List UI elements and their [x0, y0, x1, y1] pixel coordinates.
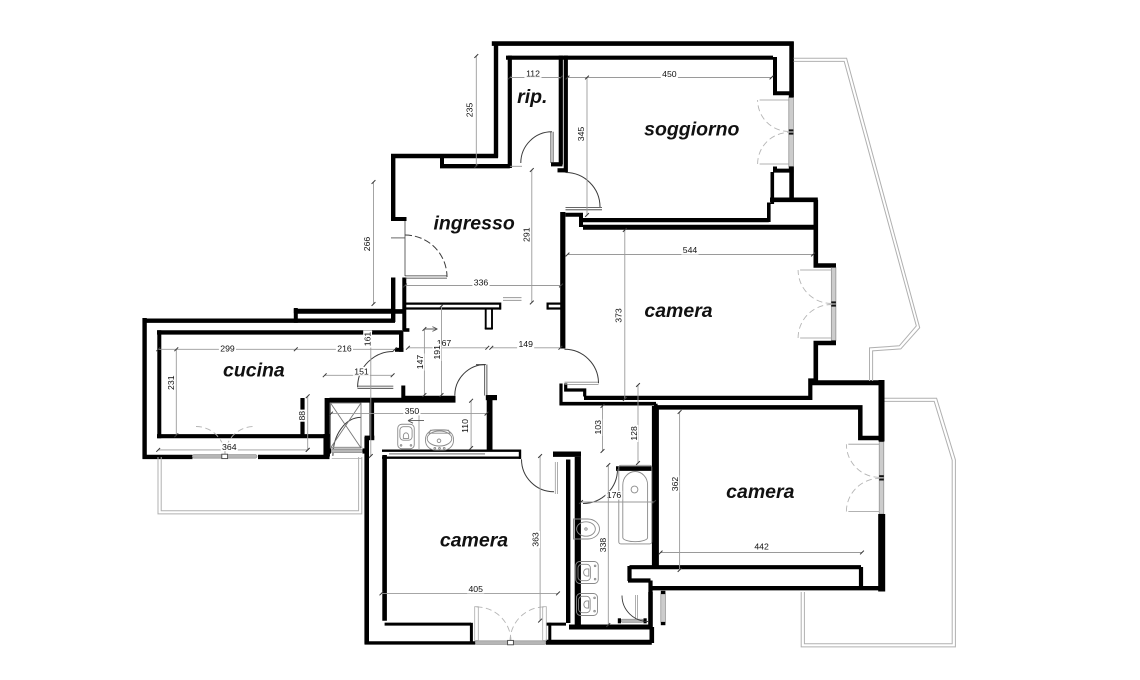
svg-text:544: 544: [683, 245, 698, 255]
svg-text:350: 350: [405, 406, 420, 416]
svg-text:soggiorno: soggiorno: [644, 118, 739, 140]
svg-text:camera: camera: [644, 300, 712, 322]
svg-text:266: 266: [362, 237, 372, 252]
svg-text:235: 235: [464, 103, 474, 118]
svg-text:camera: camera: [726, 481, 794, 503]
svg-text:149: 149: [518, 339, 533, 349]
svg-text:405: 405: [468, 584, 483, 594]
svg-text:camera: camera: [440, 530, 508, 552]
svg-text:291: 291: [521, 227, 531, 242]
svg-text:151: 151: [354, 366, 369, 376]
svg-text:176: 176: [607, 490, 622, 500]
svg-text:ingresso: ingresso: [433, 213, 514, 235]
svg-text:338: 338: [598, 538, 608, 553]
svg-text:103: 103: [593, 420, 603, 435]
svg-text:167: 167: [437, 338, 452, 348]
svg-text:128: 128: [629, 426, 639, 441]
svg-text:rip.: rip.: [517, 86, 547, 108]
svg-text:110: 110: [460, 419, 470, 433]
svg-text:299: 299: [220, 343, 235, 353]
svg-text:450: 450: [662, 69, 677, 79]
svg-text:345: 345: [576, 127, 586, 142]
svg-text:362: 362: [670, 477, 680, 492]
svg-text:112: 112: [526, 69, 540, 79]
svg-text:161: 161: [363, 332, 373, 347]
svg-text:88: 88: [297, 411, 307, 421]
svg-text:cucina: cucina: [223, 360, 285, 382]
svg-text:216: 216: [337, 343, 352, 353]
svg-text:442: 442: [754, 541, 769, 551]
svg-text:147: 147: [415, 355, 425, 370]
svg-text:363: 363: [531, 532, 541, 547]
svg-text:191: 191: [432, 345, 442, 360]
svg-text:231: 231: [166, 375, 176, 390]
svg-text:364: 364: [222, 442, 237, 452]
svg-text:373: 373: [613, 308, 623, 323]
svg-text:336: 336: [474, 277, 489, 287]
